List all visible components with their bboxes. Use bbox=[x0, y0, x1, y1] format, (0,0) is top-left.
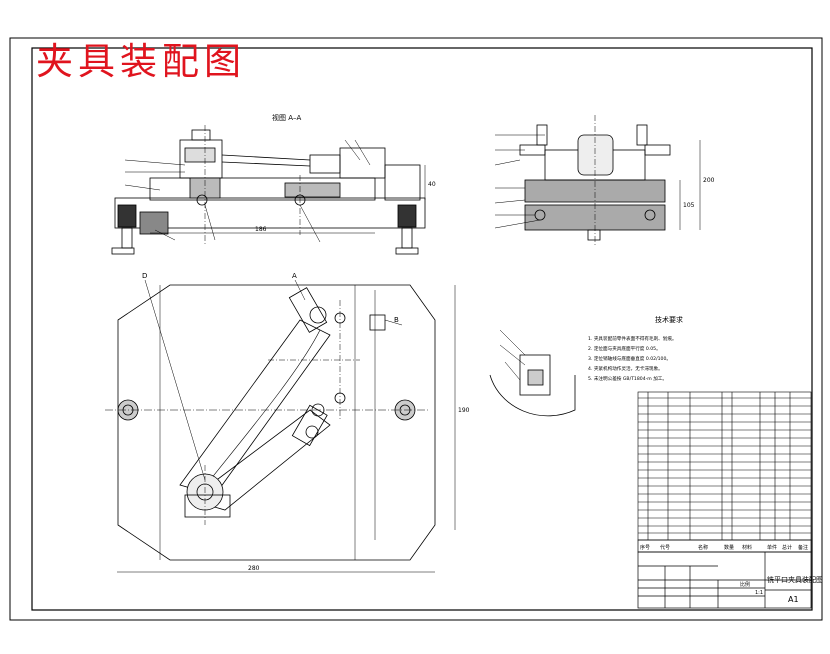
outer-border bbox=[9, 37, 823, 621]
section-letter-a: A bbox=[292, 272, 297, 280]
dim-front-right: 40 bbox=[428, 181, 436, 188]
scale-value: 1:1 bbox=[755, 590, 763, 596]
parts-header-row: 序号 代号 名称 数量 材料 单件 总计 备注 bbox=[637, 539, 812, 553]
tech-item-5: 5. 未注明公差按 GB/T1804-m 加工。 bbox=[588, 375, 667, 382]
title-block bbox=[637, 551, 812, 609]
col-header-qty: 数量 bbox=[724, 544, 734, 551]
section-letter-d: D bbox=[142, 272, 147, 280]
parts-list bbox=[637, 391, 812, 541]
detail-view bbox=[489, 329, 576, 417]
tech-requirements: 技术要求 1. 夹具装配前零件表面不得有毛刺、划痕。 2. 定位面与夹具底面平行… bbox=[588, 315, 683, 382]
tech-item-4: 4. 夹紧机构动作灵活，无卡滞现象。 bbox=[588, 365, 663, 372]
col-header-no: 序号 bbox=[640, 544, 650, 551]
col-header-name: 名称 bbox=[698, 544, 708, 551]
col-header-material: 材料 bbox=[742, 544, 752, 551]
front-view-label: 视图 A–A bbox=[272, 113, 302, 122]
dim-plan-height: 190 bbox=[458, 407, 470, 414]
tech-item-3: 3. 定位销轴线与底面垂直度 0.02/100。 bbox=[588, 355, 671, 362]
side-view: 200 105 bbox=[494, 115, 715, 245]
drawing-name: 铣平口夹具装配图 bbox=[767, 575, 823, 584]
ratio-label: 比例 bbox=[740, 581, 750, 588]
inner-border bbox=[31, 47, 813, 611]
sheet-size: A1 bbox=[788, 595, 799, 604]
col-header-total: 总计 bbox=[782, 544, 792, 551]
dim-side-mid: 105 bbox=[683, 202, 695, 209]
front-view: 视图 A–A 186 40 bbox=[111, 113, 436, 255]
col-header-unit: 单件 bbox=[767, 544, 777, 551]
dim-side-height: 200 bbox=[703, 177, 715, 184]
col-header-code: 代号 bbox=[660, 544, 670, 551]
section-letter-b: B bbox=[394, 316, 399, 324]
sheet-title: 夹具装配图 bbox=[36, 40, 246, 83]
parts-rows bbox=[638, 397, 811, 534]
tech-item-1: 1. 夹具装配前零件表面不得有毛刺、划痕。 bbox=[588, 335, 677, 342]
plan-view: 280 190 D A B bbox=[105, 272, 470, 573]
tech-item-2: 2. 定位面与夹具底面平行度 0.05。 bbox=[588, 345, 661, 352]
dim-plan-width: 280 bbox=[248, 565, 260, 572]
col-header-remark: 备注 bbox=[798, 544, 808, 551]
dim-front-width: 186 bbox=[255, 226, 267, 233]
tech-heading: 技术要求 bbox=[655, 315, 683, 324]
